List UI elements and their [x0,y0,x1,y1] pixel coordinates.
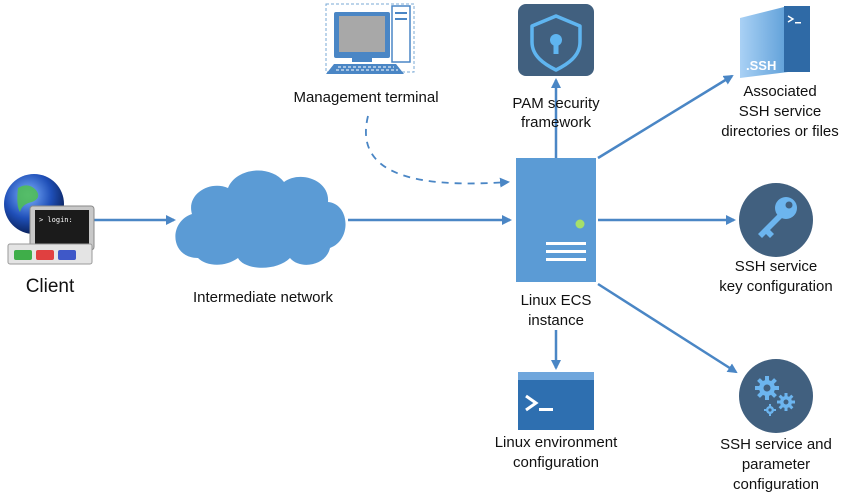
client-icon: > login: [4,174,95,265]
ssh-params-label-line3: configuration [733,476,819,493]
arrow-ecs-to-ssh-params [597,282,738,374]
terminal-label: Management terminal [293,89,438,106]
network-node: Intermediate network [175,170,346,306]
ssh-files-label-line2: SSH service [739,103,822,120]
ssh-params-label-line1: SSH service and [720,436,832,453]
key-icon [739,183,813,257]
ssh-key-node: SSH service key configuration [719,183,833,295]
ssh-folder-text: .SSH [746,58,776,73]
ecs-node: Linux ECS instance [516,158,596,329]
client-screen-text: > login: [39,216,73,224]
terminal-node: Management terminal [293,3,439,106]
client-label: Client [26,276,75,297]
arrow-terminal-to-ecs-dashed [365,115,510,188]
connectors [94,74,738,374]
shield-icon [518,4,594,76]
pam-label-line2: framework [521,114,592,131]
gears-icon [739,359,813,433]
linux-env-node: Linux environment configuration [495,372,618,471]
network-label: Intermediate network [193,289,334,306]
linux-env-label-line2: configuration [513,454,599,471]
server-icon [516,158,596,282]
ecs-label-line1: Linux ECS [521,292,592,309]
pam-node: PAM security framework [512,4,600,131]
ssh-files-label-line1: Associated [743,83,816,100]
ssh-key-label-line1: SSH service [735,258,818,275]
ecs-label-line2: instance [528,312,584,329]
ssh-params-node: SSH service and parameter configuration [720,359,832,493]
ssh-params-label-line2: parameter [742,456,810,473]
ssh-key-label-line2: key configuration [719,278,832,295]
linux-env-label-line1: Linux environment [495,434,618,451]
pam-label-line1: PAM security [512,95,600,112]
cloud-icon [175,170,346,268]
ssh-files-node: .SSH Associated SSH service directories … [721,6,839,140]
client-node: > login: Client [4,174,95,297]
ssh-folder-icon: .SSH [740,6,810,78]
ssh-files-label-line3: directories or files [721,123,839,140]
terminal-window-icon [518,372,594,430]
arrow-ecs-to-ssh-files [597,74,734,160]
desktop-computer-icon [325,3,415,74]
